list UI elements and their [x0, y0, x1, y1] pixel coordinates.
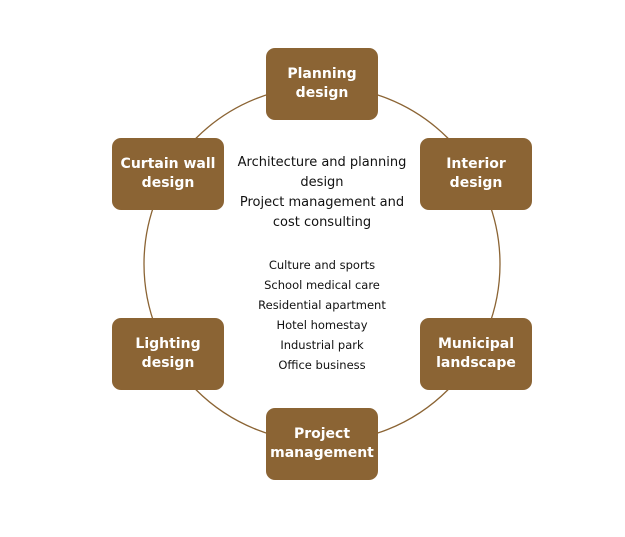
service-line: cost consulting [272, 215, 372, 230]
node-label: design [295, 85, 349, 101]
node-label: design [141, 355, 195, 371]
node-label: Municipal [437, 336, 515, 352]
service-line: design [300, 175, 344, 190]
node-curtain-wall-design: Curtain wall design [112, 138, 224, 210]
node-label: Lighting [135, 336, 201, 352]
service-line: Architecture and planning [237, 155, 407, 170]
node-label: Interior [446, 156, 506, 172]
node-lighting-design: Lighting design [112, 318, 224, 390]
node-label: management [270, 445, 374, 461]
node-label: design [449, 175, 503, 191]
sector-item: Culture and sports [268, 258, 376, 272]
node-label: design [141, 175, 195, 191]
sector-item: Office business [278, 358, 366, 372]
node-planning-design: Planning design [266, 48, 378, 120]
sectors-list: Culture and sports School medical care R… [222, 255, 422, 375]
node-label: Planning [287, 66, 357, 82]
node-interior-design: Interior design [420, 138, 532, 210]
services-text: Architecture and planning design Project… [222, 153, 422, 233]
node-label: Curtain wall [120, 156, 216, 172]
node-municipal-landscape: Municipal landscape [420, 318, 532, 390]
node-label: Project [293, 426, 351, 442]
sector-item: Residential apartment [258, 298, 386, 312]
node-project-management: Project management [266, 408, 378, 480]
sector-item: Industrial park [280, 338, 364, 352]
node-label: landscape [436, 355, 516, 371]
sector-item: Hotel homestay [276, 318, 368, 332]
sector-item: School medical care [264, 278, 380, 292]
service-line: Project management and [239, 195, 405, 210]
